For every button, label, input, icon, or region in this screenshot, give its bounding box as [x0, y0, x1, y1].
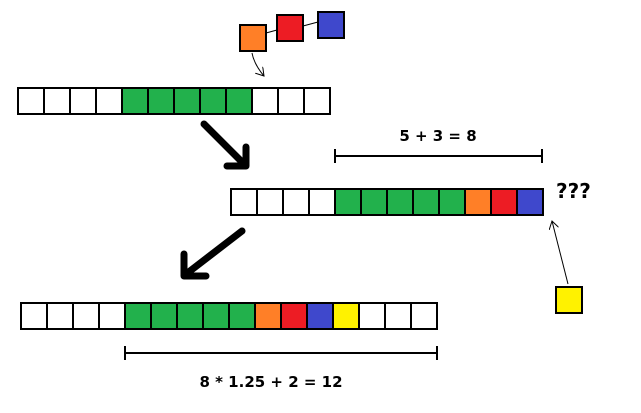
- array-initial: [17, 87, 331, 115]
- array-cell-empty: [358, 302, 386, 330]
- array-cell-blue: [516, 188, 544, 216]
- array-cell-empty: [17, 87, 45, 115]
- array-cell-empty: [384, 302, 412, 330]
- array-cell-orange: [254, 302, 282, 330]
- array-cell-red: [280, 302, 308, 330]
- array-cell-empty: [46, 302, 74, 330]
- array-cell-empty: [308, 188, 336, 216]
- transition-arrow-down-left: [180, 227, 246, 280]
- array-cell-green: [150, 302, 178, 330]
- array-cell-green: [225, 87, 253, 115]
- array-cell-green: [147, 87, 175, 115]
- array-cell-green: [124, 302, 152, 330]
- array-cell-empty: [230, 188, 258, 216]
- incoming-block-red: [276, 14, 304, 42]
- array-cell-empty: [256, 188, 284, 216]
- new-block-group: [552, 221, 583, 314]
- array-cell-orange: [464, 188, 492, 216]
- array-cell-green: [360, 188, 388, 216]
- array-cell-empty: [410, 302, 438, 330]
- array-cell-yellow: [332, 302, 360, 330]
- array-cell-blue: [306, 302, 334, 330]
- array-cell-red: [490, 188, 518, 216]
- array-cell-empty: [72, 302, 100, 330]
- array-cell-green: [173, 87, 201, 115]
- incoming-block-blue: [317, 11, 345, 39]
- array-cell-empty: [95, 87, 123, 115]
- question-label: ???: [556, 179, 591, 203]
- incoming-blocks-group: [239, 11, 345, 76]
- array-cell-empty: [282, 188, 310, 216]
- block-connector: [265, 29, 278, 34]
- array-filled: [230, 188, 544, 216]
- array-cell-green: [176, 302, 204, 330]
- array-cell-empty: [20, 302, 48, 330]
- array-cell-green: [121, 87, 149, 115]
- array-cell-empty: [303, 87, 331, 115]
- block-connector: [302, 21, 319, 27]
- array-cell-green: [334, 188, 362, 216]
- array-cell-green: [228, 302, 256, 330]
- second-span-label: 8 * 1.25 + 2 = 12: [199, 373, 342, 391]
- array-cell-green: [438, 188, 466, 216]
- transition-arrow-down-right: [200, 120, 250, 170]
- size-bracket-second: 8 * 1.25 + 2 = 12: [124, 346, 438, 391]
- array-cell-green: [199, 87, 227, 115]
- array-cell-empty: [251, 87, 279, 115]
- array-resized: [20, 302, 438, 330]
- size-bracket-first: 5 + 3 = 8: [334, 127, 543, 163]
- array-cell-green: [412, 188, 440, 216]
- array-cell-empty: [43, 87, 71, 115]
- array-cell-empty: [277, 87, 305, 115]
- incoming-block-orange: [239, 24, 267, 52]
- new-block-yellow: [555, 286, 583, 314]
- array-cell-empty: [69, 87, 97, 115]
- array-cell-green: [386, 188, 414, 216]
- insert-pointer-arrow: [251, 52, 264, 76]
- array-cell-empty: [98, 302, 126, 330]
- first-span-label: 5 + 3 = 8: [399, 127, 476, 145]
- array-cell-green: [202, 302, 230, 330]
- new-block-pointer-arrow: [552, 221, 569, 285]
